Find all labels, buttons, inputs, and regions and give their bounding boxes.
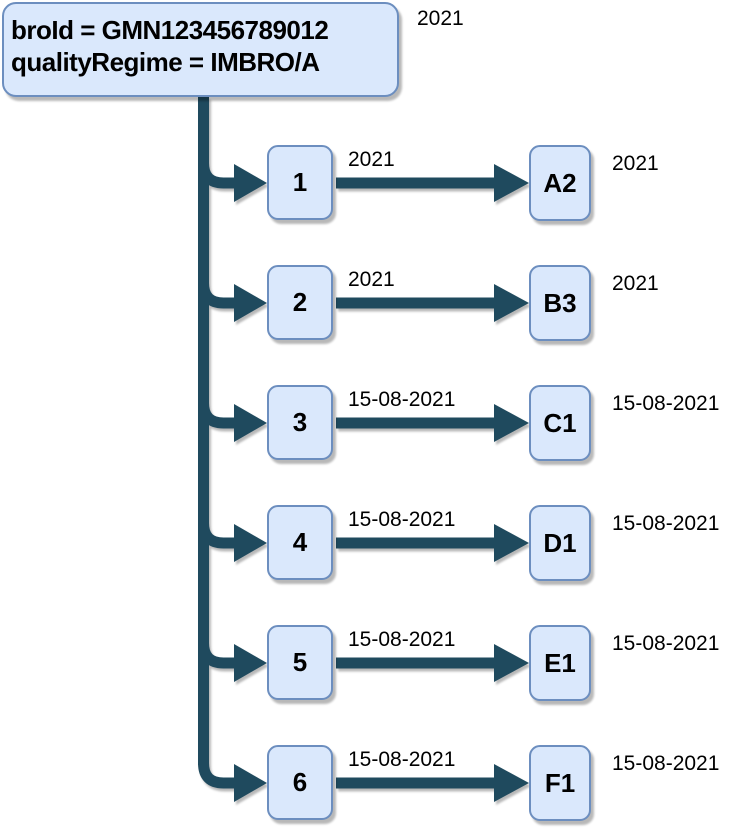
target-node-e1: E1	[529, 625, 591, 701]
branch-arrowhead-icon-4	[234, 524, 267, 562]
target-node-b3: B3	[529, 265, 591, 341]
edge-label: 15-08-2021	[348, 388, 456, 411]
source-node-2: 2	[267, 265, 333, 340]
source-node-4: 4	[267, 505, 333, 580]
root-node-line2: qualityRegime = IMBRO/A	[11, 47, 320, 77]
edge-label: 2021	[348, 148, 395, 171]
source-node-1: 1	[267, 145, 333, 220]
branch-elbow-5	[198, 613, 234, 669]
target-node-c1: C1	[529, 385, 591, 461]
branch-arrowhead-icon-5	[234, 644, 267, 682]
branch-arrowhead-icon-1	[234, 164, 267, 202]
branch-arrowhead-icon-3	[234, 404, 267, 442]
branch-elbow-4	[198, 493, 234, 549]
edge-arrowhead-icon-1	[494, 164, 529, 202]
source-node-6: 6	[267, 745, 333, 820]
branch-elbow-1	[198, 133, 234, 189]
edge-label: 15-08-2021	[348, 748, 456, 771]
target-annotation: 15-08-2021	[612, 512, 720, 535]
edge-label: 15-08-2021	[348, 628, 456, 651]
target-node-a2: A2	[529, 145, 591, 221]
target-node-d1: D1	[529, 505, 591, 581]
edge-arrowhead-icon-6	[494, 764, 529, 802]
branch-elbow-6	[198, 733, 234, 789]
source-node-3: 3	[267, 385, 333, 460]
target-annotation: 2021	[612, 152, 659, 175]
target-node-f1: F1	[529, 745, 591, 821]
edge-arrowhead-icon-4	[494, 524, 529, 562]
edge-arrowhead-icon-5	[494, 644, 529, 682]
edge-label: 2021	[348, 268, 395, 291]
root-annotation: 2021	[417, 7, 464, 30]
target-annotation: 2021	[612, 272, 659, 295]
target-annotation: 15-08-2021	[612, 752, 720, 775]
edge-arrowhead-icon-2	[494, 284, 529, 322]
target-annotation: 15-08-2021	[612, 632, 720, 655]
root-node: broId = GMN123456789012 qualityRegime = …	[2, 2, 399, 97]
target-annotation: 15-08-2021	[612, 392, 720, 415]
branch-arrowhead-icon-2	[234, 284, 267, 322]
root-node-line1: broId = GMN123456789012	[11, 15, 329, 45]
branch-arrowhead-icon-6	[234, 764, 267, 802]
edge-arrowhead-icon-3	[494, 404, 529, 442]
branch-elbow-2	[198, 253, 234, 309]
branch-elbow-3	[198, 373, 234, 429]
source-node-5: 5	[267, 625, 333, 700]
edge-label: 15-08-2021	[348, 508, 456, 531]
